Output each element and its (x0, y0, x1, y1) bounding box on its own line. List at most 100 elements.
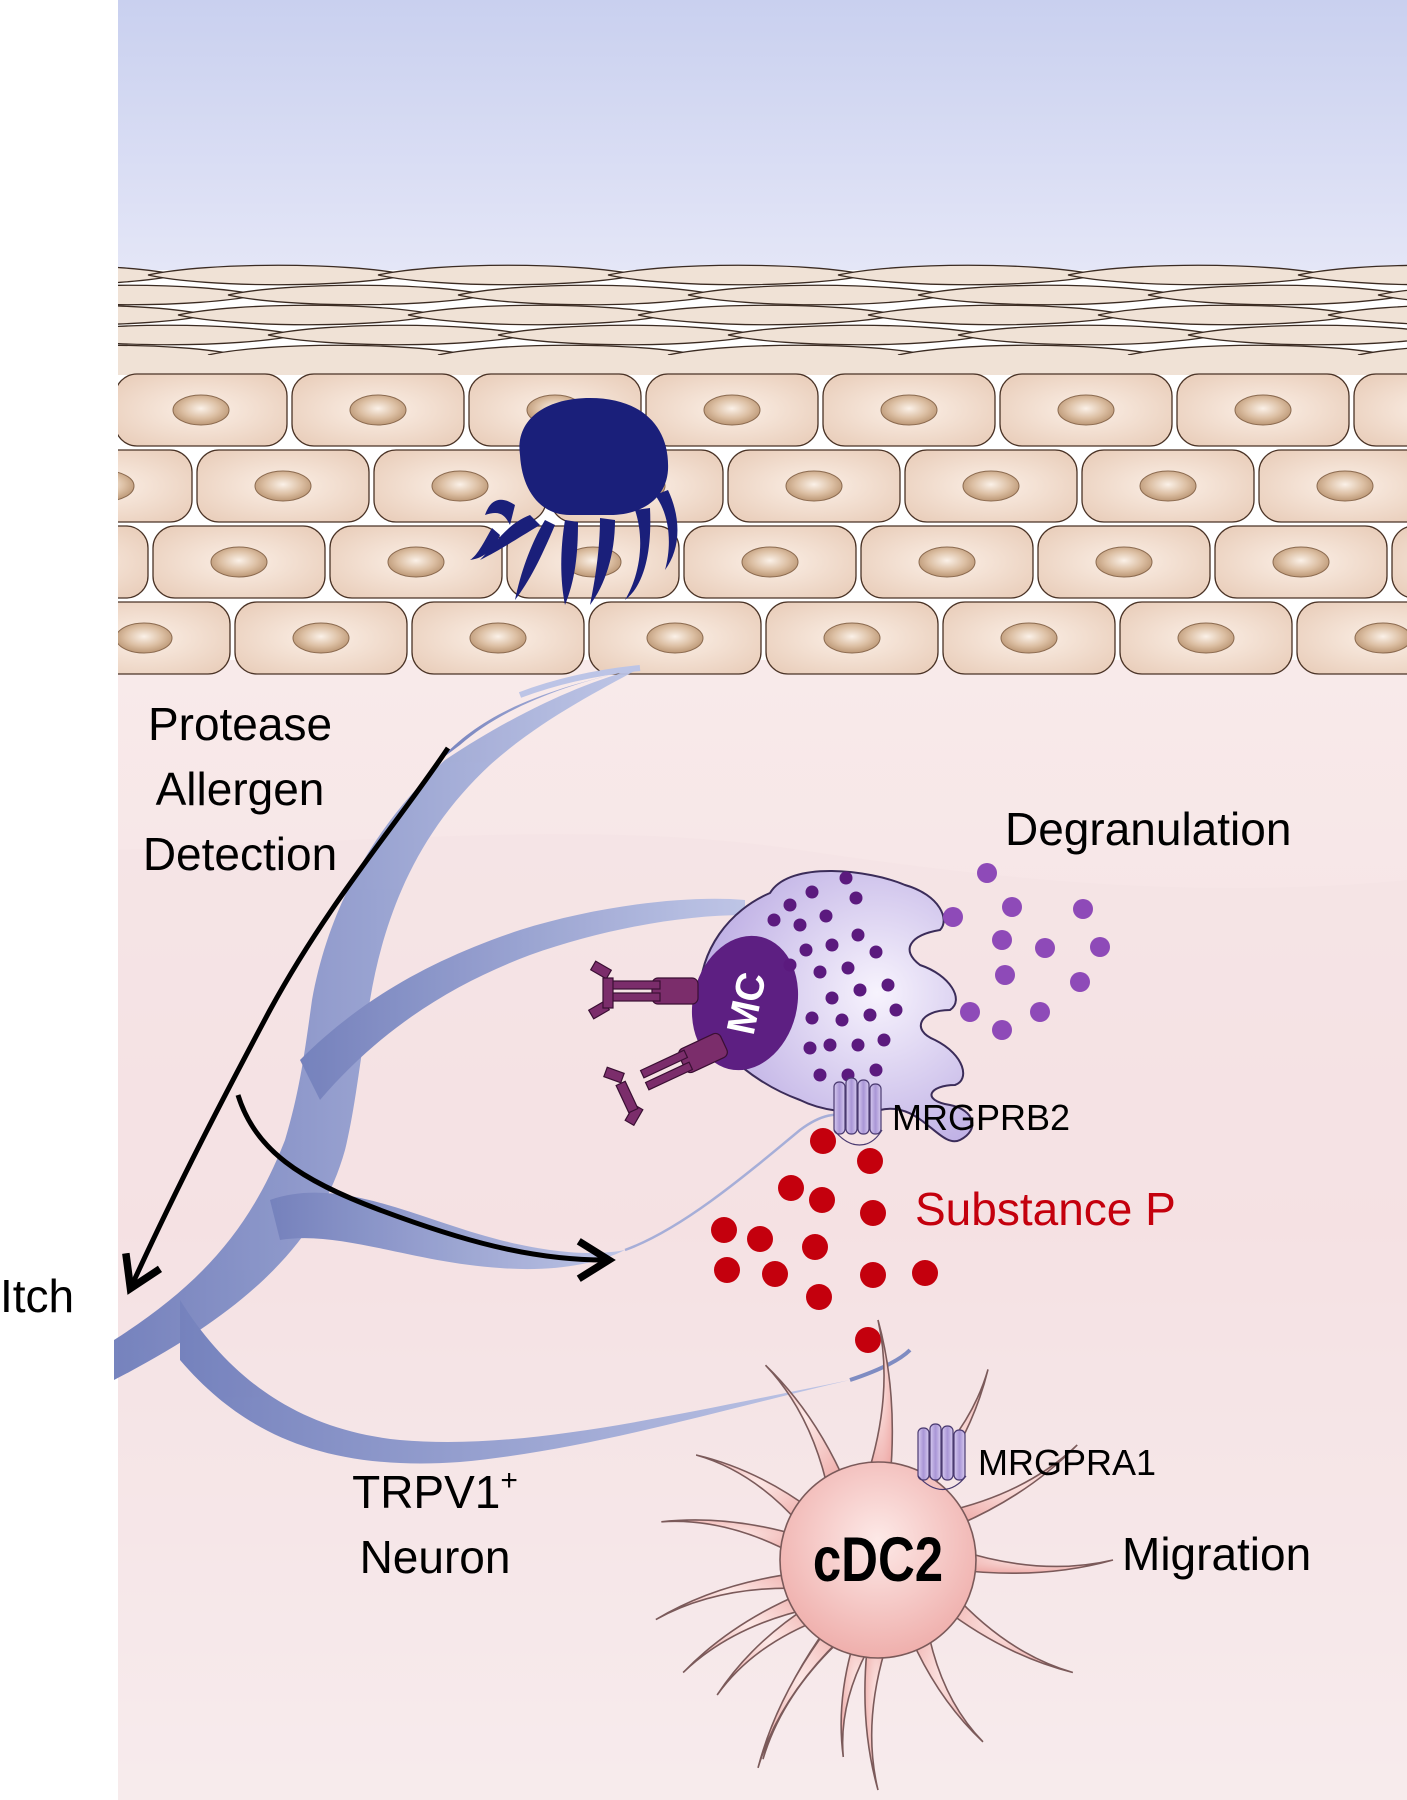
dendrite-process (682, 1591, 815, 1674)
nerve-ending-to-mrgprb2 (624, 1113, 849, 1252)
squame (227, 284, 489, 306)
granule (841, 961, 855, 975)
keratinocyte-layers (34, 373, 1407, 675)
keratinocyte (1353, 373, 1407, 447)
granule (767, 913, 781, 927)
keratinocyte-nucleus (1354, 622, 1407, 654)
released-granule (943, 907, 963, 927)
released-granule (1070, 972, 1090, 992)
granule (793, 918, 807, 932)
substance-p-particle (711, 1217, 737, 1243)
keratinocyte-nucleus (1177, 622, 1235, 654)
squame (118, 305, 209, 325)
granule (799, 943, 813, 957)
granule (889, 1003, 903, 1017)
granule (839, 871, 853, 885)
substance-p-particle (860, 1200, 886, 1226)
substance-p-particles (711, 1128, 938, 1353)
granule (835, 1013, 849, 1027)
squame (267, 324, 529, 346)
released-granules (943, 863, 1110, 1040)
squame (1327, 305, 1407, 325)
trpv1-label-text: TRPV1 (352, 1466, 500, 1518)
dust-mite-icon (470, 398, 678, 605)
keratinocyte-nucleus (172, 394, 230, 426)
granule (813, 1068, 827, 1082)
squame (407, 304, 669, 326)
granule (853, 983, 867, 997)
cdc2-label: cDC2 (813, 1525, 943, 1595)
keratinocyte-nucleus (1234, 394, 1292, 426)
keratinocyte-nucleus (469, 622, 527, 654)
released-granule (1090, 937, 1110, 957)
granule (825, 991, 839, 1005)
granule (803, 1041, 817, 1055)
squame (1187, 324, 1407, 346)
substance-p-particle (806, 1284, 832, 1310)
squame (1377, 289, 1407, 301)
dendrite-process (716, 1603, 824, 1696)
released-granule (992, 930, 1012, 950)
substance-p-particle (778, 1175, 804, 1201)
released-granule (1030, 1002, 1050, 1022)
fc-epsilon-receptor-upper (587, 960, 699, 1020)
keratinocyte (1391, 526, 1407, 598)
neuron-label: Neuron (360, 1531, 511, 1583)
substance-p-particle (809, 1187, 835, 1213)
substance-p-particle (802, 1234, 828, 1260)
keratinocyte-nucleus (1000, 622, 1058, 654)
substance-p-particle (714, 1257, 740, 1283)
dendrite-process (941, 1444, 1078, 1529)
keratinocyte-nucleus (254, 470, 312, 502)
substance-p-particle (857, 1148, 883, 1174)
dendrite-process (864, 1639, 890, 1791)
substance-p-particle (810, 1128, 836, 1154)
granule (849, 891, 863, 905)
granule (805, 885, 819, 899)
squame (118, 324, 299, 346)
nerve-ending-upper (518, 665, 641, 698)
dendrite-process (764, 1364, 848, 1497)
keratinocyte-nucleus (387, 546, 445, 578)
arrow-to-substance-p (235, 1094, 616, 1282)
substance-p-particle (912, 1260, 938, 1286)
squame (867, 304, 1129, 326)
keratinocyte (118, 601, 231, 675)
squame (957, 324, 1219, 346)
substance-p-particle (762, 1261, 788, 1287)
keratinocyte (118, 525, 149, 599)
substance-p-label: Substance P (915, 1183, 1176, 1235)
released-granule (1002, 897, 1022, 917)
granule (851, 928, 865, 942)
keratinocyte-nucleus (880, 394, 938, 426)
granule (851, 1038, 865, 1052)
squame (1097, 304, 1359, 326)
mrgprb2-label: MRGPRB2 (892, 1097, 1070, 1138)
itch-label: Itch (0, 1270, 74, 1322)
keratinocyte-nucleus (1095, 546, 1153, 578)
keratinocyte-nucleus (34, 547, 90, 577)
protease-label-line2: Allergen (156, 763, 325, 815)
mrgpra1-receptor-icon (917, 1423, 967, 1490)
granule (819, 909, 833, 923)
granule (805, 1011, 819, 1025)
dermis-wave (118, 834, 1407, 1800)
granule (825, 938, 839, 952)
granule (877, 1033, 891, 1047)
keratinocyte-nucleus (741, 546, 799, 578)
substance-p-particle (747, 1226, 773, 1252)
protease-label-line3: Detection (143, 828, 337, 880)
fc-epsilon-receptor-lower (603, 1032, 728, 1127)
mrgprb2-receptor-icon (833, 1077, 883, 1146)
keratinocyte-nucleus (118, 471, 135, 501)
granule (823, 1038, 837, 1052)
keratinocyte-nucleus (962, 470, 1020, 502)
mrgpra1-label: MRGPRA1 (978, 1442, 1156, 1483)
dendrite-process (661, 1519, 802, 1558)
keratinocyte-nucleus (785, 470, 843, 502)
keratinocyte-nucleus (210, 546, 268, 578)
protease-label-line1: Protease (148, 698, 332, 750)
substance-p-particle (855, 1327, 881, 1353)
cdc2-dendritic-cell: cDC2 (655, 1319, 1114, 1791)
